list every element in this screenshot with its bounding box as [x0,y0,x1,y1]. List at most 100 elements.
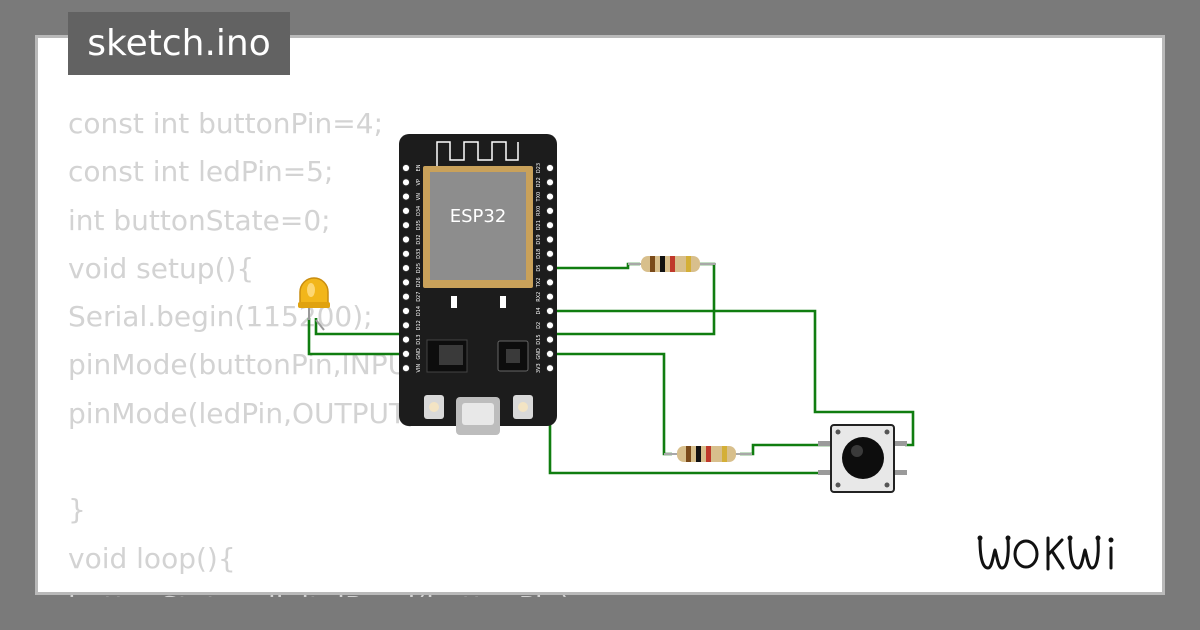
logo-dot-3 [1067,535,1073,541]
wire-resistor2-button[interactable] [740,443,832,456]
resistor-1-band-3 [670,256,675,272]
smd-part-2 [500,296,506,308]
pushbutton-screw-br [884,482,890,488]
wire-gnd-resistor2[interactable] [550,352,672,456]
left-pin-label-d27: D27 [416,292,422,302]
left-pin-vin[interactable] [401,364,411,373]
antenna-trace [436,141,519,167]
right-pin-label-rx2: RX2 [536,292,542,302]
right-pin-rx2[interactable] [545,292,555,301]
right-pin-label-d22: D22 [536,177,542,187]
resistor-1[interactable] [628,256,716,272]
left-pin-d33[interactable] [401,249,411,258]
chip-shield [430,172,526,280]
pushbutton-cap[interactable] [842,437,884,479]
smd-part-1 [451,296,457,308]
led-rim [298,302,330,308]
right-pin-label-tx0: TX0 [536,192,542,203]
boot-button-cap [518,402,528,412]
left-pin-vn[interactable] [401,192,411,201]
right-pin-label-3v3: 3V3 [536,363,542,373]
pushbutton-screw-tr [884,429,890,435]
code-line-3: int buttonState=0; [68,203,331,237]
left-pin-label-d12: D12 [416,320,422,330]
pushbutton[interactable] [818,424,907,493]
left-pin-label-d34: D34 [416,206,422,216]
resistor-2-band-3 [706,446,711,462]
logo-dot-1 [977,535,983,541]
right-pin-d2[interactable] [545,321,555,330]
logo-letter-k [1046,536,1065,571]
resistor-2[interactable] [664,446,752,462]
code-line-10: void loop(){ [68,541,236,575]
right-pin-d5[interactable] [545,264,555,273]
left-pin-d26[interactable] [401,278,411,287]
left-pin-d32[interactable] [401,235,411,244]
right-pin-d21[interactable] [545,221,555,230]
left-pin-d35[interactable] [401,221,411,230]
right-pin-label-d18: D18 [536,249,542,259]
right-pin-d18[interactable] [545,249,555,258]
left-pin-d13[interactable] [401,335,411,344]
regulator-tab [439,345,463,365]
logo-letter-i-dot [1108,537,1114,543]
left-pin-d12[interactable] [401,321,411,330]
right-pin-tx0[interactable] [545,192,555,201]
right-pin-tx2[interactable] [545,278,555,287]
left-pin-label-d14: D14 [416,306,422,316]
resistor-1-band-4 [686,256,691,272]
usb-port-inner [462,403,494,425]
esp32-board[interactable]: ESP32 ENVPVND34D35D32D33D25D26D27D14D12D… [399,134,557,435]
code-line-2: const int ledPin=5; [68,155,334,189]
left-pin-d27[interactable] [401,292,411,301]
code-line-4: void setup(){ [68,251,255,285]
right-pin-d15[interactable] [545,335,555,344]
right-pin-d19[interactable] [545,235,555,244]
left-pin-header: ENVPVND34D35D32D33D25D26D27D14D12D13GNDV… [401,163,422,373]
right-pin-label-d2: D2 [536,322,542,329]
left-pin-vp[interactable] [401,178,411,187]
logo-letter-o [1013,539,1039,569]
usb-uart-die [506,349,520,363]
right-pin-label-d19: D19 [536,234,542,244]
left-pin-d25[interactable] [401,264,411,273]
resistor-2-band-2 [696,446,701,462]
right-pin-label-gnd: GND [536,348,542,360]
chip-label: ESP32 [450,206,507,227]
wire-d5-resistor1[interactable] [550,262,640,270]
file-tab[interactable]: sketch.ino [68,12,290,75]
right-pin-label-d15: D15 [536,334,542,344]
right-pin-label-d4: D4 [536,307,542,314]
left-pin-en[interactable] [401,163,411,173]
right-pin-d22[interactable] [545,178,555,187]
en-button-cap [429,402,439,412]
left-pin-d14[interactable] [401,306,411,316]
right-pin-gnd[interactable] [545,349,555,358]
led[interactable] [298,277,330,331]
right-pin-label-rx0: RX0 [536,206,542,216]
left-pin-label-d25: D25 [416,263,422,273]
right-pin-label-d23: D23 [536,163,542,173]
logo-letter-w2 [1068,538,1100,570]
pushbutton-screw-tl [835,429,841,435]
left-pin-label-vn: VN [416,193,422,200]
code-line-7: pinMode(ledPin,OUTPUT); [68,396,427,430]
right-pin-label-tx2: TX2 [536,278,542,289]
logo-dot-4 [1095,535,1101,541]
right-pin-3v3[interactable] [545,364,555,373]
logo-dot-2 [1005,535,1011,541]
wire-led-gnd[interactable] [307,318,405,356]
left-pin-d34[interactable] [401,206,411,215]
wire-d4-button[interactable] [550,309,915,447]
resistor-2-band-1 [686,446,691,462]
wokwi-logo [977,535,1114,571]
right-pin-rx0[interactable] [545,206,555,215]
left-pin-label-d35: D35 [416,220,422,230]
code-editor: const int buttonPin=4; const int ledPin=… [68,100,1068,597]
right-pin-d4[interactable] [545,306,555,316]
resistor-1-band-2 [660,256,665,272]
right-pin-d23[interactable] [545,163,555,173]
left-pin-label-d33: D33 [416,249,422,259]
left-pin-gnd[interactable] [401,349,411,358]
